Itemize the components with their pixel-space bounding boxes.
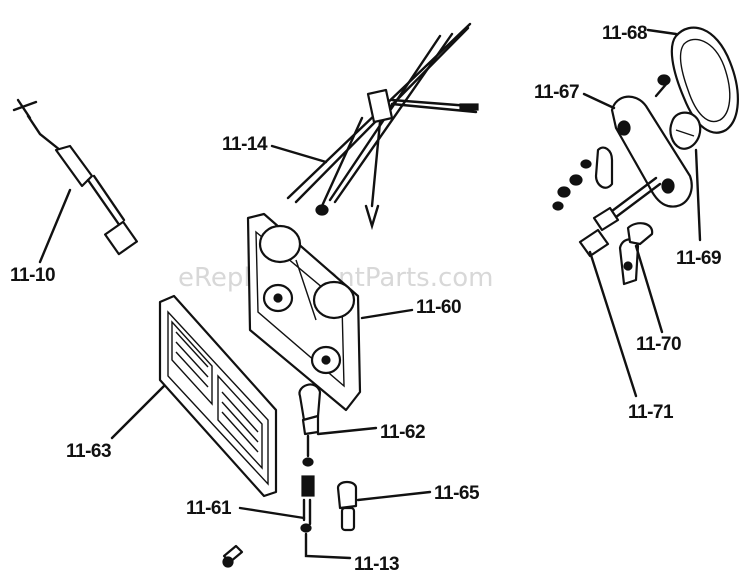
part-11-63-lens-grille[interactable]	[158, 294, 278, 498]
part-11-62-bulb[interactable]	[298, 383, 322, 467]
part-11-61-socket[interactable]	[300, 475, 315, 533]
leader-11-61	[238, 506, 306, 520]
label-11-67[interactable]: 11-67	[534, 82, 580, 103]
leader-11-62	[316, 426, 378, 436]
label-11-61[interactable]: 11-61	[186, 498, 232, 519]
leader-11-13	[304, 532, 352, 560]
label-11-13[interactable]: 11-13	[354, 554, 400, 575]
part-11-70-socket-clip[interactable]	[618, 222, 654, 286]
leader-11-10	[38, 188, 72, 264]
label-11-71[interactable]: 11-71	[628, 402, 674, 423]
part-11-71-wire-pigtail[interactable]	[578, 176, 662, 258]
leader-11-70	[634, 244, 664, 334]
label-11-62[interactable]: 11-62	[380, 422, 426, 443]
part-11-69-small-bulb[interactable]	[669, 111, 702, 150]
leader-11-65	[356, 490, 432, 502]
label-11-10[interactable]: 11-10	[10, 265, 56, 286]
part-11-60-lamp-housing[interactable]	[246, 212, 362, 412]
leader-11-69	[694, 148, 702, 242]
leader-11-67	[582, 92, 616, 110]
part-11-14-wiring-harness[interactable]	[286, 22, 479, 231]
leader-11-68	[646, 28, 678, 36]
label-11-69[interactable]: 11-69	[676, 248, 722, 269]
label-11-63[interactable]: 11-63	[66, 441, 112, 462]
part-11-68-bezel[interactable]	[670, 26, 739, 134]
leader-11-60	[360, 308, 414, 320]
screw-part[interactable]	[222, 544, 244, 568]
part-11-10-wire-connector[interactable]	[12, 98, 138, 256]
label-11-65[interactable]: 11-65	[434, 483, 480, 504]
label-11-68[interactable]: 11-68	[602, 23, 648, 44]
label-11-70[interactable]: 11-70	[636, 334, 682, 355]
part-11-67-fasteners[interactable]	[552, 146, 614, 211]
label-11-60[interactable]: 11-60	[416, 297, 462, 318]
part-11-67-marker-base[interactable]	[610, 74, 693, 208]
leader-11-14	[270, 144, 328, 164]
part-11-65-bulb-cap[interactable]	[336, 480, 358, 532]
leader-11-63	[110, 384, 166, 440]
leader-11-71	[588, 250, 638, 398]
label-11-14[interactable]: 11-14	[222, 134, 268, 155]
